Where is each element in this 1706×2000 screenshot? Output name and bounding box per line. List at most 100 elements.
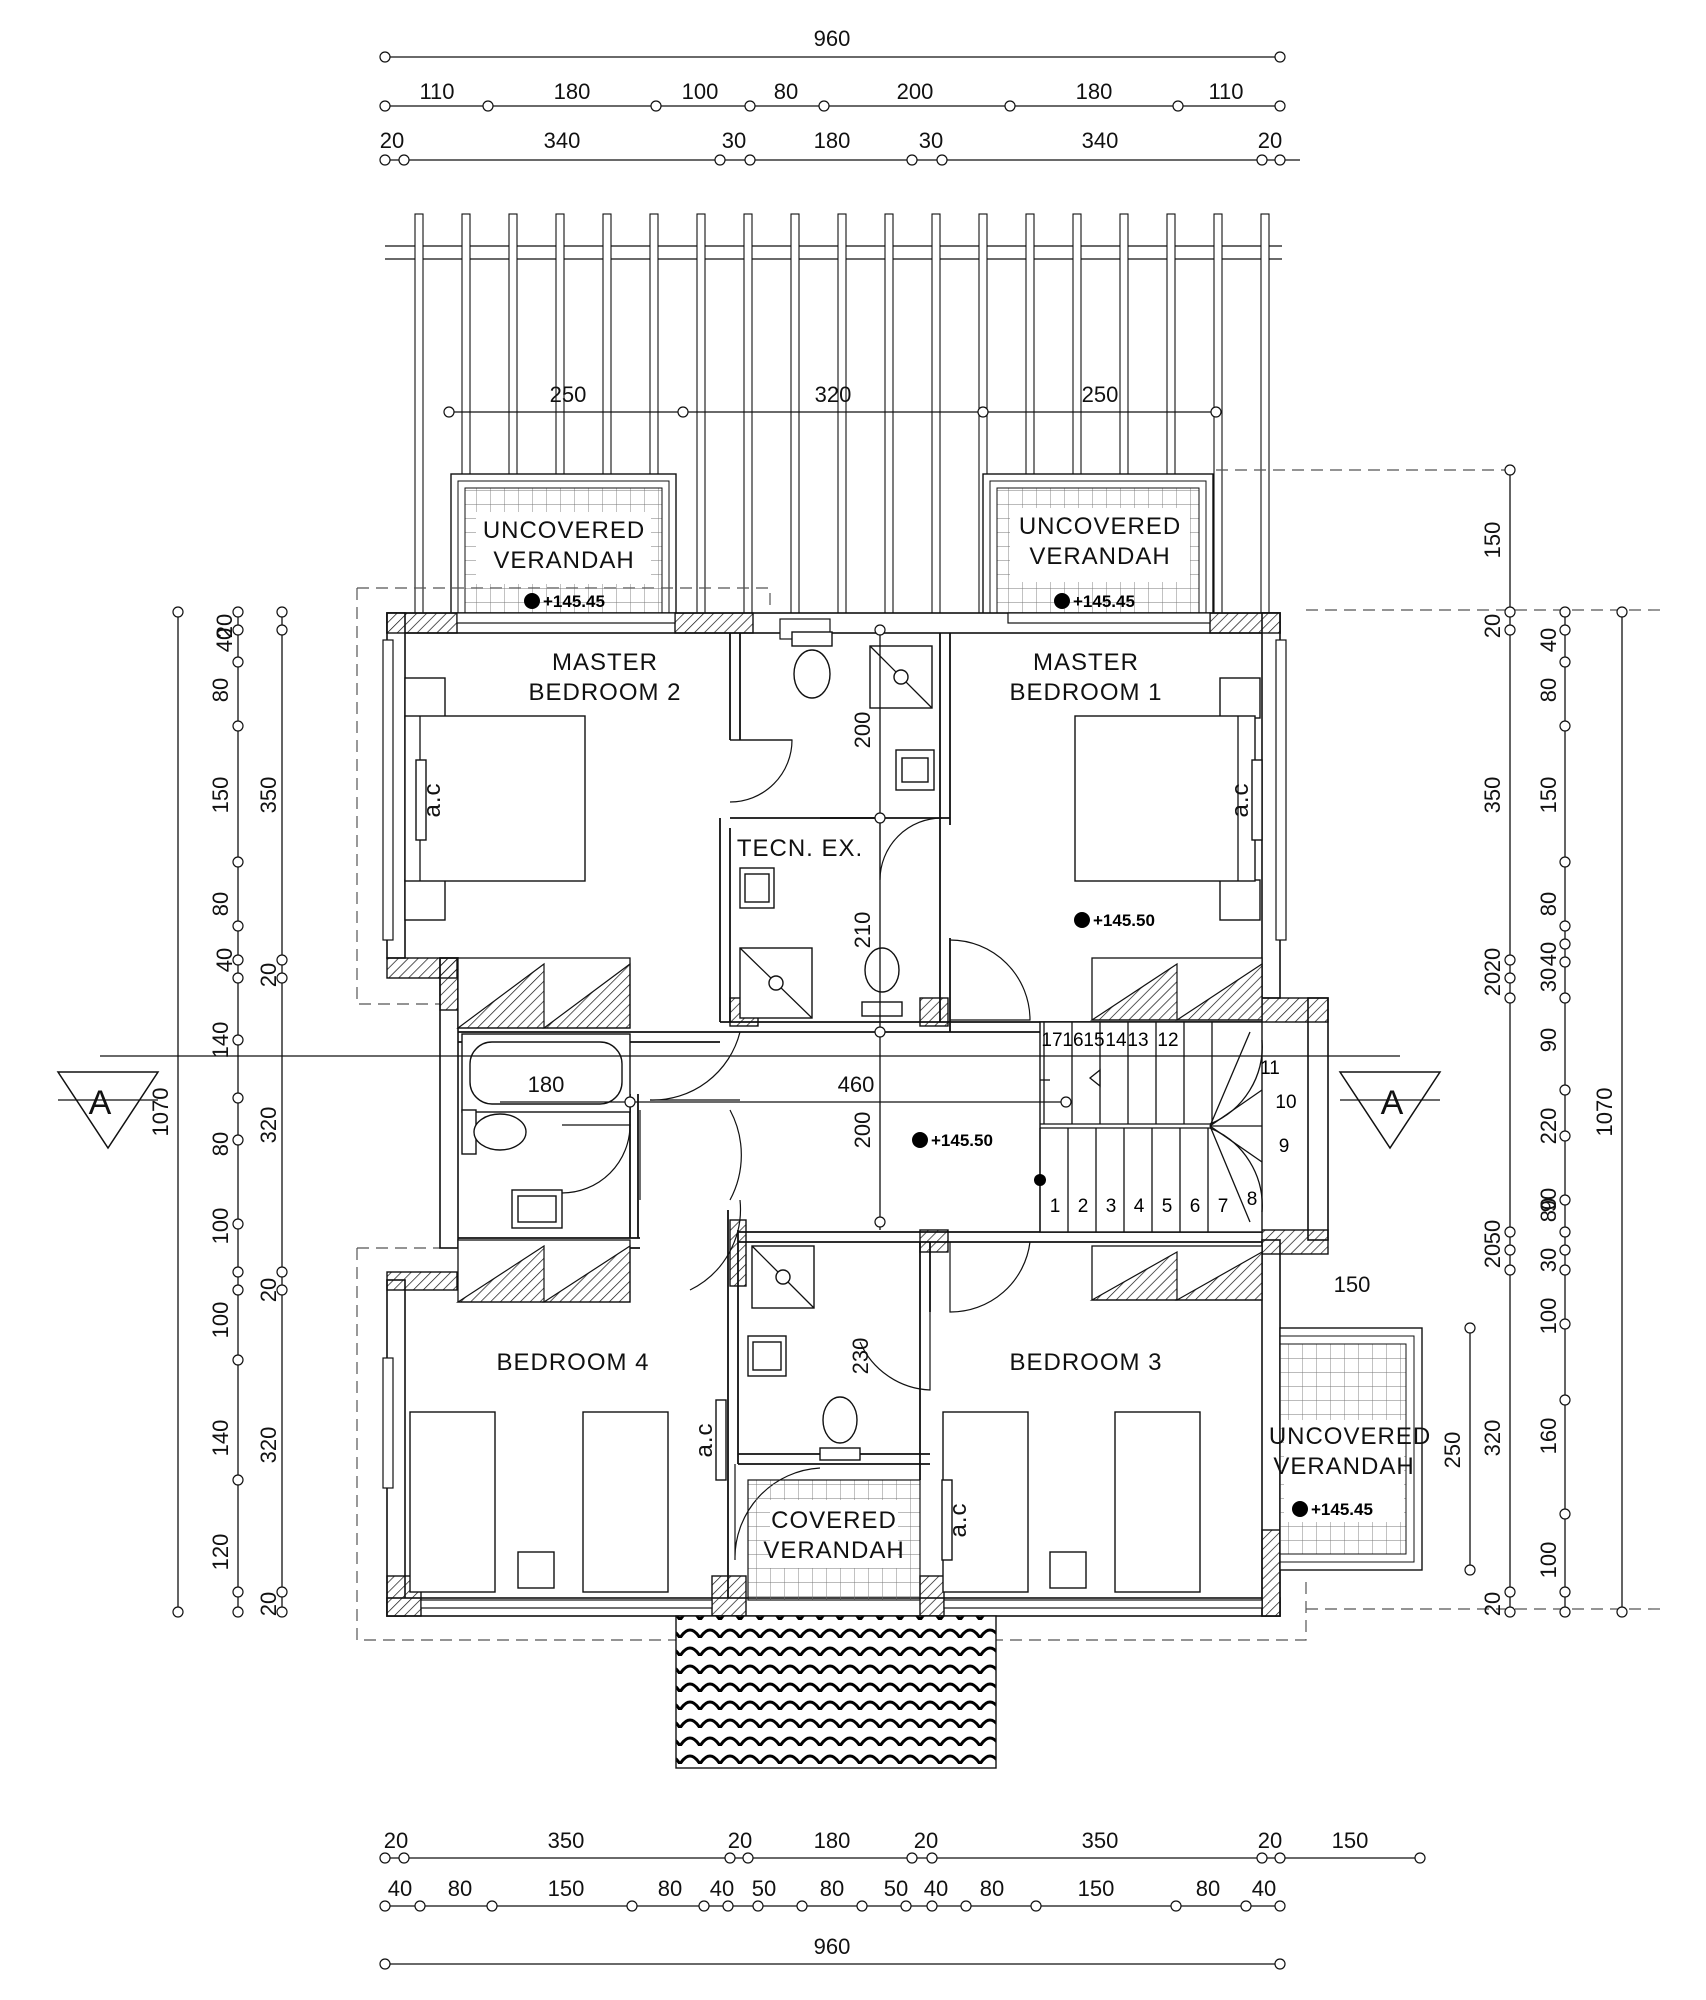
dim-text: 110	[1208, 79, 1243, 104]
dimension-tick	[232, 1586, 244, 1598]
dim-text: 100	[1536, 1298, 1561, 1335]
dimension-tick	[1274, 1852, 1286, 1864]
dim-text: 80	[658, 1876, 682, 1901]
dimension-tick	[1559, 1194, 1571, 1206]
level-marker-icon	[524, 593, 540, 609]
dimension-tick	[1414, 1852, 1426, 1864]
level-marker-icon	[1074, 912, 1090, 928]
dim-text: 960	[814, 1934, 851, 1959]
dimension-tick	[276, 624, 288, 636]
dim-text: 80	[774, 79, 798, 104]
dimension-tick	[626, 1900, 638, 1912]
dimension-tick	[232, 1092, 244, 1104]
room-label: UNCOVERED	[1269, 1423, 1431, 1450]
dim-text: 30	[919, 128, 943, 153]
dim-text: 200	[897, 79, 934, 104]
stair-step-number: 2	[1078, 1196, 1089, 1217]
level-text: +145.45	[1311, 1500, 1373, 1519]
dim-text: 90	[1536, 1188, 1561, 1212]
dimension-tick	[232, 1034, 244, 1046]
room-label: UNCOVERED	[483, 517, 645, 544]
dim-text: 340	[1082, 128, 1119, 153]
room-label: BEDROOM 1	[1009, 679, 1162, 706]
wardrobe-door	[1089, 962, 1178, 1021]
dim-text: 20	[728, 1828, 752, 1853]
dim-text: 80	[1536, 892, 1561, 916]
dim-text: 200	[850, 1112, 875, 1149]
dimension-tick	[379, 100, 391, 112]
dimension-tick	[486, 1900, 498, 1912]
dim-text: 30	[1536, 1248, 1561, 1272]
dim-text: 210	[850, 912, 875, 949]
roof-tiles	[675, 1615, 997, 1769]
uncovered-verandah-left: UNCOVERED VERANDAH +145.45	[450, 473, 677, 615]
dim-text: 80	[208, 1132, 233, 1156]
dimension-tick	[936, 154, 948, 166]
dim-text: 160	[1536, 1418, 1561, 1455]
dimension-tick	[1559, 624, 1571, 636]
dimension-tick	[1504, 954, 1516, 966]
dim-text: 250	[550, 382, 587, 407]
dimension-tick	[900, 1900, 912, 1912]
dimension-tick	[1464, 1564, 1476, 1576]
stair-step-number: 7	[1218, 1196, 1229, 1217]
dim-text: 50	[884, 1876, 908, 1901]
dim-text: 150	[1078, 1876, 1115, 1901]
dim-text: 150	[1334, 1272, 1371, 1297]
dimension-tick	[1559, 1264, 1571, 1276]
stair-step-number: 13	[1127, 1030, 1148, 1051]
dim-text: 40	[212, 628, 237, 652]
dimension-tick	[232, 656, 244, 668]
dimension-tick	[960, 1900, 972, 1912]
dim-text: 20	[1480, 972, 1505, 996]
dimension-tick	[1559, 1318, 1571, 1330]
ac-label: a.c	[419, 782, 446, 817]
level-text: +145.50	[1093, 911, 1155, 930]
dimension-tick	[232, 920, 244, 932]
dimension-tick	[398, 154, 410, 166]
stair-step-number: 5	[1162, 1196, 1173, 1217]
dim-text: 200	[850, 712, 875, 749]
dim-text: 120	[208, 1534, 233, 1571]
dimension-tick	[172, 1606, 184, 1618]
dimension-tick	[926, 1852, 938, 1864]
dim-text: 1070	[1592, 1088, 1617, 1137]
stair-step-number: 8	[1247, 1189, 1258, 1210]
dimension-tick	[650, 100, 662, 112]
dimension-tick	[796, 1900, 808, 1912]
dim-text: 50	[1480, 1220, 1505, 1244]
dim-text: 460	[838, 1072, 875, 1097]
dimension-tick	[1274, 100, 1286, 112]
dimension-tick	[379, 1900, 391, 1912]
beds	[404, 677, 1261, 1593]
dimension-tick	[1504, 1226, 1516, 1238]
dimension-tick	[232, 720, 244, 732]
level-marker-icon	[1054, 593, 1070, 609]
dimension-tick	[1559, 992, 1571, 1004]
dim-text: 220	[1536, 1108, 1561, 1145]
dim-text: 40	[212, 948, 237, 972]
dimension-tick	[414, 1900, 426, 1912]
dimension-tick	[276, 1606, 288, 1618]
dimension-tick	[232, 856, 244, 868]
dimension-tick	[714, 154, 726, 166]
dimension-tick	[1464, 1322, 1476, 1334]
dim-text: 1070	[148, 1088, 173, 1137]
dimension-tick	[1004, 100, 1016, 112]
dimension-tick	[1256, 154, 1268, 166]
dimension-tick	[232, 1474, 244, 1486]
dim-text: 250	[1440, 1432, 1465, 1469]
room-label: MASTER	[552, 649, 658, 676]
dimension-tick	[276, 1586, 288, 1598]
dimension-tick	[379, 51, 391, 63]
dimension-tick	[232, 1218, 244, 1230]
dim-text: 100	[208, 1302, 233, 1339]
dim-text: 80	[1196, 1876, 1220, 1901]
dimension-tick	[482, 100, 494, 112]
dimension-tick	[379, 154, 391, 166]
dimension-tick	[232, 1134, 244, 1146]
dimension-tick	[232, 1284, 244, 1296]
level-marker-icon	[1292, 1501, 1308, 1517]
dimension-tick	[1504, 972, 1516, 984]
dim-text: 150	[208, 777, 233, 814]
